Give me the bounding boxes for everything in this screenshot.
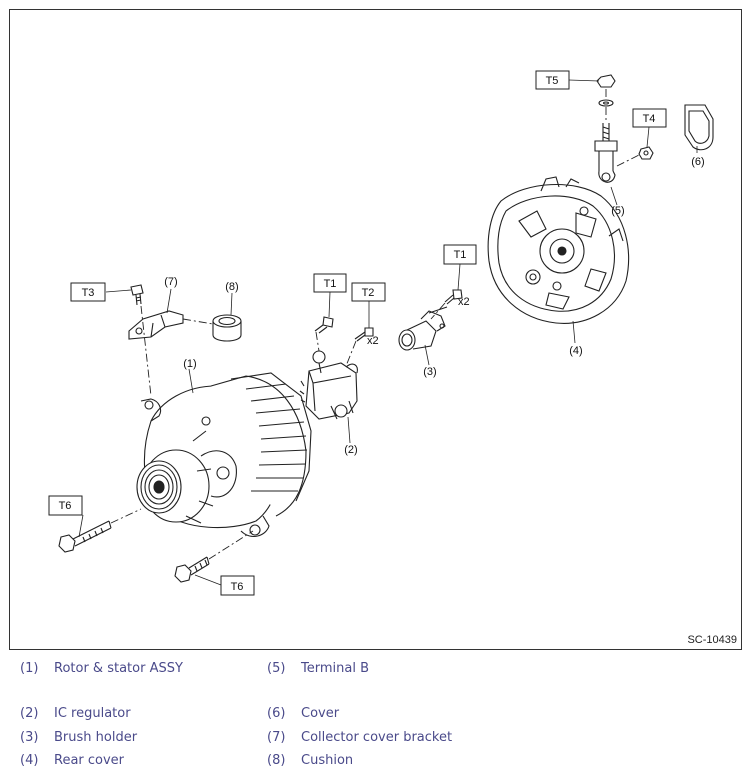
legend-text: IC regulator — [54, 706, 131, 721]
exploded-view-diagram: T3 T1 T2 T1 T5 T4 T6 T6 x2 x2 (1) (2) (3… — [48, 70, 714, 596]
callout-5: (5) — [611, 205, 624, 217]
diagram-frame: T3 T1 T2 T1 T5 T4 T6 T6 x2 x2 (1) (2) (3… — [9, 9, 742, 650]
legend-text: Collector cover bracket — [301, 730, 453, 745]
terminal-b-drawing — [594, 74, 618, 183]
cover-drawing — [684, 104, 714, 151]
figure-code: SC-10439 — [687, 634, 737, 646]
callout-7: (7) — [164, 276, 177, 288]
callout-2: (2) — [344, 444, 357, 456]
legend-text: Cushion — [301, 753, 354, 768]
bolt-t6-left — [58, 520, 112, 553]
legend-number: (8) — [267, 753, 286, 768]
torque-tag-t1-left: T1 — [324, 278, 337, 290]
legend-text: Rotor & stator ASSY — [54, 661, 183, 676]
legend-number: (1) — [20, 661, 39, 676]
torque-tag-t6-left: T6 — [59, 500, 72, 512]
cushion-drawing — [212, 314, 242, 342]
torque-tag-t6-bottom: T6 — [231, 581, 244, 593]
legend-text: Cover — [301, 706, 340, 721]
bolt-t2 — [354, 327, 374, 342]
callout-3: (3) — [423, 366, 436, 378]
rear-cover-drawing — [487, 176, 630, 324]
bolt-t6-bottom — [174, 556, 210, 583]
torque-tag-t1-right: T1 — [454, 249, 467, 261]
legend-text: Rear cover — [54, 753, 125, 768]
leader-lines — [78, 79, 698, 586]
bolt-t1-left — [314, 316, 334, 334]
brush-holder-drawing — [398, 306, 448, 351]
multiplier-t1: x2 — [458, 296, 470, 308]
legend-number: (3) — [20, 730, 39, 745]
multiplier-t2: x2 — [367, 335, 379, 347]
torque-tag-t5: T5 — [546, 75, 559, 87]
legend-text: Terminal B — [301, 661, 369, 676]
torque-tag-t2: T2 — [362, 287, 375, 299]
t4-nut-drawing — [638, 146, 654, 160]
callout-4: (4) — [569, 345, 582, 357]
ic-regulator-drawing — [299, 350, 358, 420]
callout-1: (1) — [183, 358, 196, 370]
bolt-t3 — [130, 284, 144, 306]
rotor-stator-assembly-drawing — [136, 372, 312, 537]
legend-text: Brush holder — [54, 730, 138, 745]
legend-number: (2) — [20, 706, 39, 721]
collector-cover-bracket-drawing — [128, 310, 184, 340]
torque-tag-boxes — [48, 70, 667, 596]
legend-number: (4) — [20, 753, 39, 768]
torque-tag-t3: T3 — [82, 287, 95, 299]
assembly-lines — [110, 89, 640, 560]
legend-number: (5) — [267, 661, 286, 676]
torque-tag-t4: T4 — [643, 113, 656, 125]
legend-number: (6) — [267, 706, 286, 721]
callout-8: (8) — [225, 281, 238, 293]
legend-number: (7) — [267, 730, 286, 745]
callout-6: (6) — [691, 156, 704, 168]
